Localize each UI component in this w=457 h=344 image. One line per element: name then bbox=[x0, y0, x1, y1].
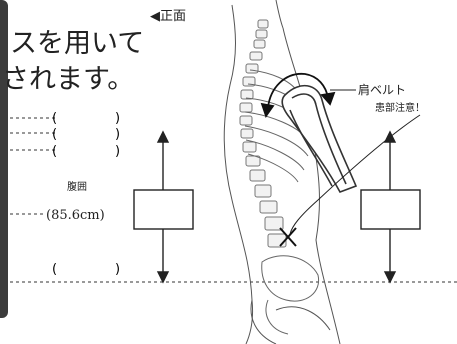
affected-area-note: 患部注意！ bbox=[375, 101, 425, 114]
right-height-indicator bbox=[360, 130, 421, 284]
shoulder-belt-label: 肩ベルト bbox=[358, 82, 406, 97]
waist-value: (85.6cm) bbox=[46, 208, 105, 223]
body-silhouette bbox=[223, 0, 341, 344]
paren-open-2: ( bbox=[52, 127, 57, 142]
measure-lines-left bbox=[10, 117, 55, 215]
paren-close-4: ) bbox=[115, 262, 120, 277]
waist-label: 腹囲 bbox=[67, 180, 87, 193]
heading-line-1: スを用いて bbox=[10, 28, 144, 59]
paren-close-2: ) bbox=[115, 127, 120, 142]
spine-illustration bbox=[239, 19, 287, 248]
pelvis-illustration bbox=[261, 255, 320, 335]
note-pointer-line bbox=[289, 114, 421, 235]
side-panel-edge[interactable] bbox=[0, 0, 8, 318]
paren-open-4: ( bbox=[52, 262, 57, 277]
front-view-label: ◀正面 bbox=[150, 9, 186, 24]
measure-paren-rows: ( ) ( ) ( ) ( ) bbox=[52, 111, 120, 277]
left-height-indicator bbox=[133, 130, 194, 284]
paren-open-1: ( bbox=[52, 111, 57, 126]
paren-open-3: ( bbox=[52, 144, 57, 159]
paren-close-3: ) bbox=[115, 144, 120, 159]
heading-line-2: されます。 bbox=[2, 64, 134, 95]
paren-close-1: ) bbox=[115, 111, 120, 126]
affected-spot-x-mark bbox=[279, 227, 297, 247]
belt-rotation-arrows bbox=[260, 73, 336, 118]
shoulder-belt-arm bbox=[281, 84, 358, 193]
